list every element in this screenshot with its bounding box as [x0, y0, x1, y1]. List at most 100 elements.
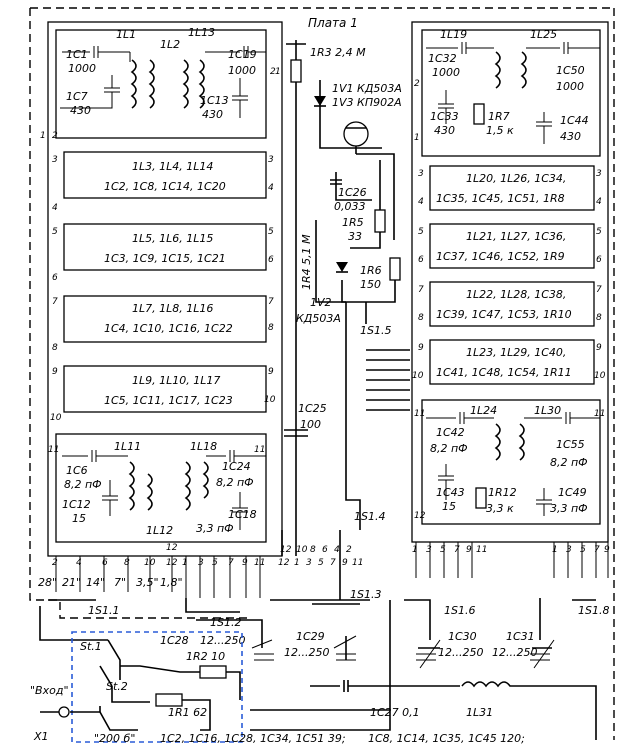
- label-1v2-value: КД503А: [296, 312, 341, 325]
- label-1s16: 1S1.6: [444, 604, 475, 617]
- svg-text:2: 2: [414, 79, 420, 89]
- label-1c7: 1C7: [66, 90, 88, 103]
- section-line: 1C39, 1C47, 1C53, 1R10: [436, 308, 572, 321]
- svg-text:4: 4: [52, 203, 58, 213]
- svg-text:1: 1: [552, 545, 558, 555]
- svg-text:7: 7: [418, 285, 424, 295]
- svg-text:3: 3: [418, 169, 424, 179]
- label-1s18: 1S1.8: [578, 604, 609, 617]
- svg-text:14": 14": [86, 576, 105, 589]
- svg-text:5: 5: [596, 227, 602, 237]
- label-1c25: 1C25: [298, 402, 327, 415]
- section-line: 1L20, 1L26, 1C34,: [466, 172, 566, 185]
- label-1s11: 1S1.1: [88, 604, 119, 617]
- section-line: 1C41, 1C48, 1C54, 1R11: [436, 366, 572, 379]
- svg-text:10: 10: [594, 371, 606, 381]
- label-1c18: 1C18: [228, 508, 257, 521]
- svg-text:7: 7: [228, 558, 234, 568]
- svg-text:3: 3: [268, 155, 274, 165]
- svg-text:12: 12: [278, 558, 290, 568]
- svg-text:7: 7: [330, 558, 336, 568]
- left-bottom-block: [55, 433, 267, 543]
- section-line: 1L21, 1L27, 1C36,: [466, 230, 566, 243]
- label-1v2: 1V2: [310, 296, 332, 309]
- label-1s15: 1S1.5: [360, 324, 391, 337]
- svg-text:6: 6: [268, 255, 274, 265]
- label-1r6-value: 150: [360, 278, 381, 291]
- label-1r3: 1R3 2,4 М: [310, 46, 366, 59]
- section-line: 1L3, 1L4, 1L14: [132, 160, 213, 173]
- svg-text:3: 3: [52, 155, 58, 165]
- section-line: 1L5, 1L6, 1L15: [132, 232, 213, 245]
- svg-text:8: 8: [268, 323, 274, 333]
- label-1l12: 1L12: [146, 524, 173, 537]
- label-1r7-value: 1,5 к: [486, 124, 514, 137]
- left-section-1: 3 344 1L3, 1L4, 1L14 1C2, 1C8, 1C14, 1C2…: [52, 151, 274, 213]
- label-1s12: 1S1.2: [210, 616, 241, 629]
- svg-text:10: 10: [412, 371, 424, 381]
- svg-text:11: 11: [48, 445, 59, 455]
- label-1c19: 1C19: [228, 48, 257, 61]
- label-1l2: 1L2: [160, 38, 180, 51]
- svg-text:5: 5: [580, 545, 586, 555]
- right-top-block: [421, 29, 601, 157]
- svg-text:1: 1: [414, 133, 420, 143]
- svg-text:6: 6: [596, 255, 602, 265]
- svg-text:2: 2: [346, 545, 352, 555]
- label-1c50: 1C50: [556, 64, 585, 77]
- label-1r12: 1R12: [488, 486, 517, 499]
- svg-text:2: 2: [270, 67, 276, 77]
- svg-text:7: 7: [596, 285, 602, 295]
- label-1l19: 1L19: [440, 28, 467, 41]
- label-1l25: 1L25: [530, 28, 557, 41]
- svg-text:28": 28": [38, 576, 57, 589]
- svg-text:1,8": 1,8": [160, 576, 183, 589]
- svg-text:11: 11: [352, 558, 363, 568]
- svg-text:9: 9: [242, 558, 248, 568]
- svg-text:5: 5: [268, 227, 274, 237]
- label-1l13: 1L13: [188, 26, 215, 39]
- svg-text:8: 8: [52, 343, 58, 353]
- svg-text:3: 3: [566, 545, 572, 555]
- svg-text:8: 8: [596, 313, 602, 323]
- right-top-components: 21: [414, 42, 600, 144]
- label-1c7-value: 430: [70, 104, 91, 117]
- svg-text:11: 11: [476, 545, 487, 555]
- label-1c26-value: 0,033: [334, 200, 366, 213]
- label-1c29-value: 12...250: [284, 646, 329, 659]
- label-1r7: 1R7: [488, 110, 510, 123]
- label-1l18: 1L18: [190, 440, 217, 453]
- section-line: 1L9, 1L10, 1L17: [132, 374, 220, 387]
- label-x1: X1: [33, 730, 49, 743]
- label-1c28-value: 12...250: [200, 634, 245, 647]
- svg-text:2: 2: [52, 558, 58, 568]
- label-1l30: 1L30: [534, 404, 561, 417]
- highlight-box: [71, 631, 243, 743]
- svg-text:5: 5: [318, 558, 324, 568]
- svg-text:11: 11: [594, 409, 605, 419]
- bottom-switches: [39, 598, 597, 740]
- label-1c49: 1C49: [558, 486, 587, 499]
- svg-text:4: 4: [76, 558, 82, 568]
- label-1c33-value: 430: [434, 124, 455, 137]
- svg-text:12: 12: [280, 545, 292, 555]
- svg-text:5: 5: [440, 545, 446, 555]
- svg-text:7: 7: [594, 545, 600, 555]
- section-line: 1C2, 1C8, 1C14, 1C20: [104, 180, 226, 193]
- label-1c43-value: 15: [442, 500, 456, 513]
- label-1r6: 1R6: [360, 264, 382, 277]
- label-1r5: 1R5: [342, 216, 364, 229]
- footer-note-2: 1C8, 1C14, 1C35, 1C45 120;: [368, 732, 525, 745]
- label-1c27: 1C27 0,1: [370, 706, 420, 719]
- svg-text:6: 6: [52, 273, 58, 283]
- svg-text:8: 8: [124, 558, 130, 568]
- svg-text:6: 6: [102, 558, 108, 568]
- svg-text:7": 7": [114, 576, 126, 589]
- svg-text:4: 4: [418, 197, 424, 207]
